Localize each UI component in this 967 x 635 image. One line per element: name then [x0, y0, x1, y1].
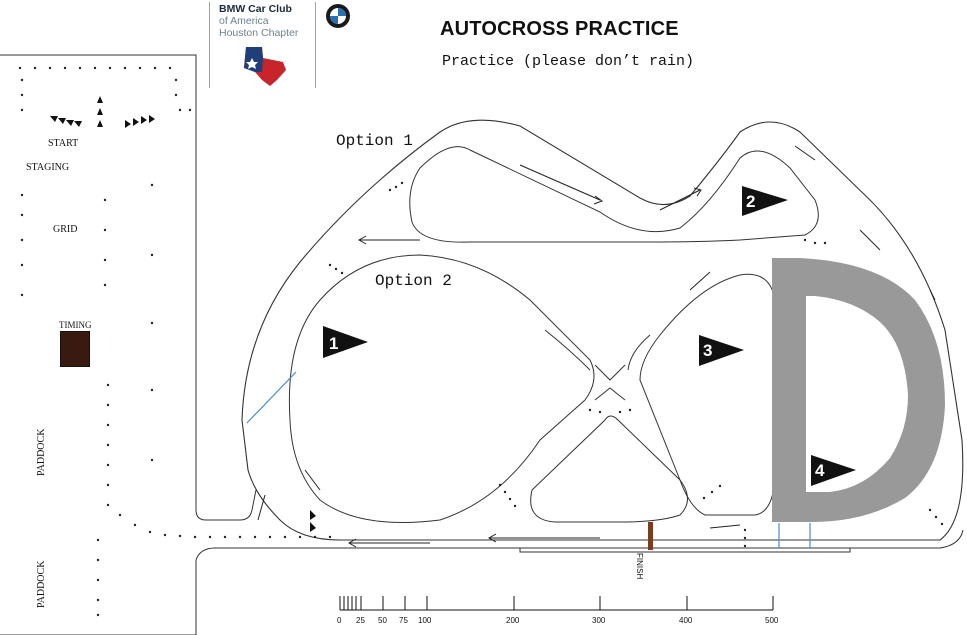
option2-label: Option 2: [375, 272, 452, 290]
svg-text:50: 50: [378, 616, 387, 625]
flag-3: 3: [699, 335, 744, 366]
staging-label: STAGING: [26, 162, 70, 173]
svg-text:1: 1: [329, 334, 338, 353]
svg-text:25: 25: [356, 616, 365, 625]
grid-label: GRID: [53, 224, 78, 235]
option1-label: Option 1: [336, 132, 413, 150]
direction-arrows: [257, 145, 936, 548]
svg-text:200: 200: [506, 616, 520, 625]
svg-text:2: 2: [746, 192, 755, 211]
crossover-lines: [544, 329, 651, 401]
option1-inner-island: [409, 146, 819, 243]
start-chevrons: [50, 96, 316, 532]
page-subtitle: Practice (please don’t rain): [442, 53, 695, 70]
lot-boundary-bottom: [0, 529, 964, 635]
finish-straight-strip: [519, 548, 851, 553]
d-skidpad: [772, 258, 945, 522]
svg-text:100: 100: [418, 616, 432, 625]
finish-line-post: [648, 522, 653, 550]
start-label: START: [48, 138, 79, 149]
club-name-line1: BMW Car Club: [219, 3, 292, 15]
club-name-line2: of America: [219, 15, 269, 27]
right-island: [639, 273, 776, 516]
flag-1: 1: [323, 326, 368, 358]
center-diamond-island: [530, 415, 688, 523]
timing-label: TIMING: [59, 320, 92, 330]
club-name-line3: Houston Chapter: [219, 27, 299, 39]
scale-labels: 0 25 50 75 100 200 300 400 500: [337, 616, 779, 625]
bmw-roundel-icon: [326, 4, 350, 28]
blue-marker-left: [246, 371, 297, 424]
svg-text:500: 500: [765, 616, 779, 625]
svg-text:75: 75: [399, 616, 408, 625]
svg-text:0: 0: [337, 616, 342, 625]
logo-divider-right: [315, 2, 316, 88]
svg-text:400: 400: [679, 616, 693, 625]
svg-text:3: 3: [703, 341, 712, 360]
svg-text:4: 4: [815, 461, 825, 480]
svg-text:300: 300: [592, 616, 606, 625]
club-logo-text: BMW Car Club of America Houston Chapter: [219, 3, 314, 39]
timing-booth: [60, 331, 90, 367]
texas-flag-icon: [244, 47, 286, 86]
left-circle-track: [288, 254, 595, 523]
logo-divider-left: [209, 2, 210, 88]
scale-bar: [339, 596, 774, 611]
lot-boundary-left: [0, 54, 257, 521]
cone-dots: [18, 66, 944, 617]
outer-course-boundary: [241, 119, 964, 541]
flag-2: 2: [742, 186, 788, 216]
page-title: AUTOCROSS PRACTICE: [440, 18, 679, 40]
flag-4: 4: [811, 455, 856, 486]
